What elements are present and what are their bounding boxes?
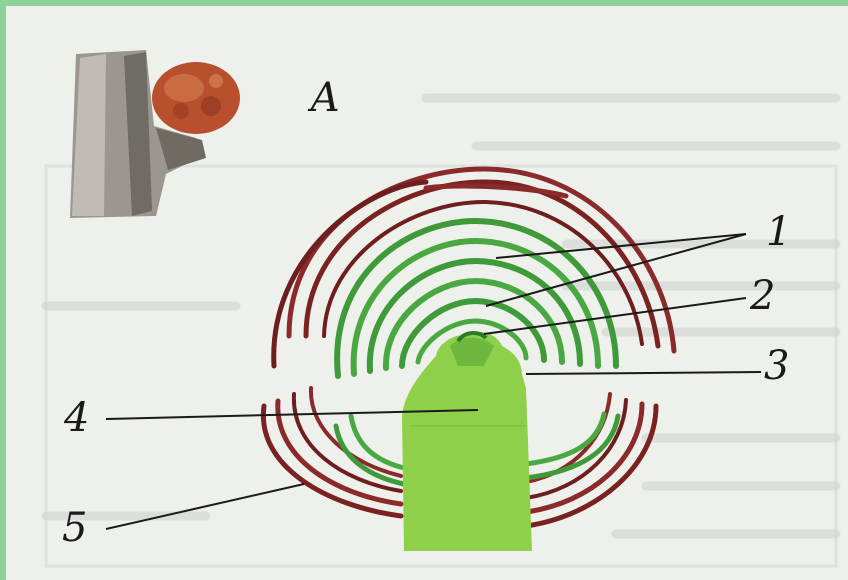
figure-frame: А 1 2 3 4 5 bbox=[6, 6, 848, 580]
callout-2-label: 2 bbox=[750, 276, 775, 316]
bud-diagram bbox=[6, 6, 848, 580]
callout-1-label: 1 bbox=[766, 212, 791, 252]
callout-4-label: 4 bbox=[64, 398, 89, 438]
callout-5-label: 5 bbox=[62, 508, 87, 548]
callout-3-label: 3 bbox=[764, 346, 789, 386]
panel-label: А bbox=[310, 78, 340, 118]
bud-icon bbox=[152, 62, 240, 134]
growth-cone bbox=[402, 332, 532, 551]
